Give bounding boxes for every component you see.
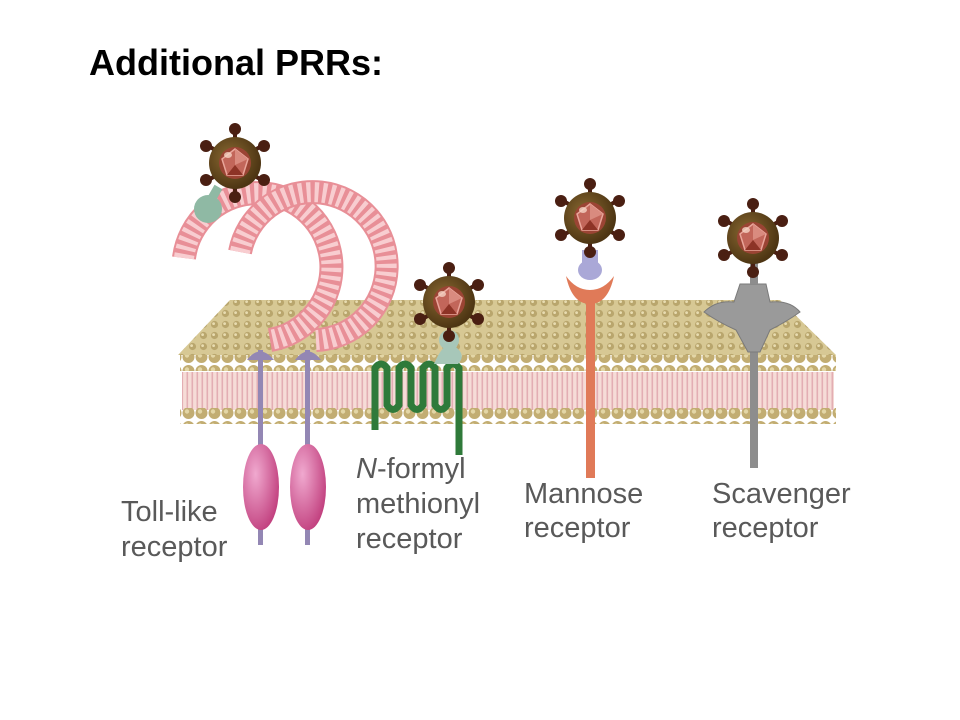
toll-like-receptor-label-line1: Toll-like	[121, 496, 218, 528]
scavenger-receptor-label-line1: Scavenger	[712, 478, 851, 510]
slide-title: Additional PRRs:	[89, 42, 383, 83]
n-formyl-receptor-label-line2: methionyl	[356, 488, 480, 520]
pathogen-icon	[554, 177, 626, 259]
mannose-receptor	[554, 177, 626, 478]
toll-like-receptor-label-line2: receptor	[121, 531, 228, 563]
n-formyl-methionyl-receptor	[371, 261, 485, 455]
mannose-receptor-label-line1: Mannose	[524, 478, 643, 510]
scavenger-receptor	[703, 197, 801, 468]
n-formyl-receptor-label-line3: receptor	[356, 523, 463, 555]
pathogen-icon	[717, 197, 789, 279]
scavenger-receptor-label-line2: receptor	[712, 512, 819, 544]
toll-like-receptor	[172, 122, 399, 545]
n-formyl-receptor-label-line1: N-formyl	[356, 453, 466, 485]
mannose-receptor-label-line2: receptor	[524, 512, 631, 544]
